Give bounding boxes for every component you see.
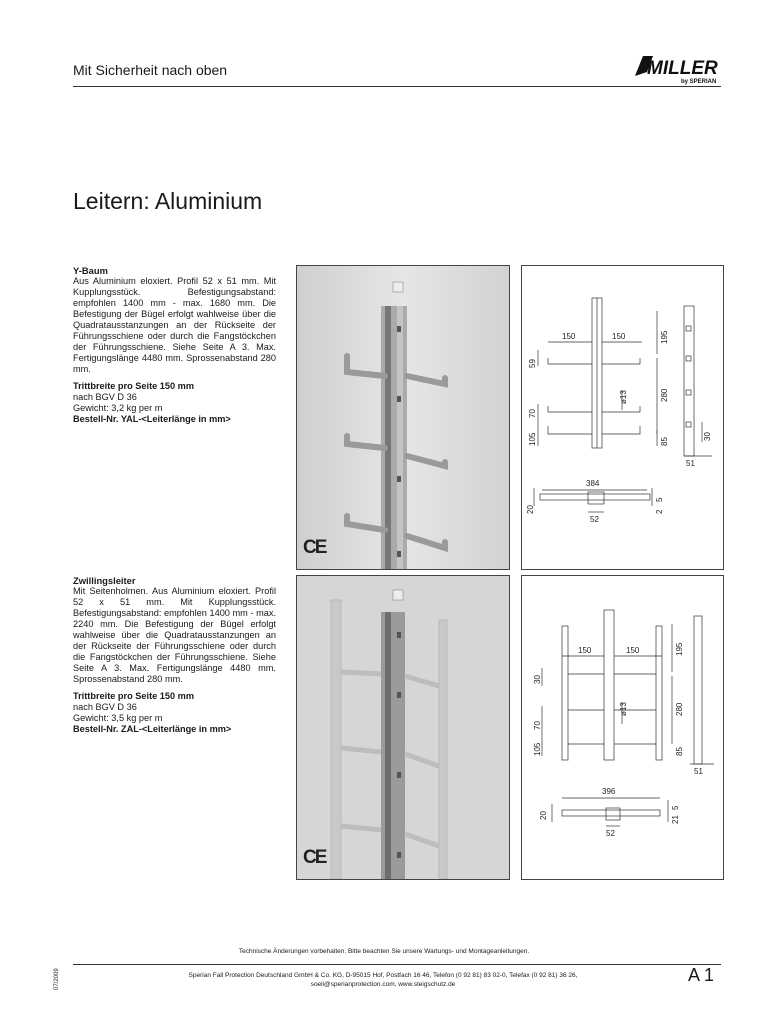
header-title: Mit Sicherheit nach oben (73, 62, 228, 78)
header-divider (73, 86, 721, 87)
dim-51: 51 (694, 767, 703, 776)
page-title: Leitern: Aluminium (73, 188, 263, 214)
dim-5: 5 (671, 805, 680, 810)
footer-note: Technische Änderungen vorbehalten. Bitte… (238, 948, 530, 955)
dim-w2: 150 (612, 332, 626, 341)
footer-divider (73, 964, 721, 965)
footer-company-address: Sperian Fall Protection Deutschland GmbH… (188, 972, 578, 979)
miller-logo: MILLER by SPERIAN (633, 50, 728, 90)
dim-d13: ø13 (619, 390, 628, 404)
product-description: Aus Aluminium eloxiert. Profil 52 x 51 m… (73, 276, 276, 374)
dim-h-mid: 280 (660, 388, 669, 402)
dim-d13: ø13 (619, 702, 628, 716)
ce-mark: CE (303, 537, 327, 558)
product-name: Zwillingsleiter (73, 575, 136, 586)
dim-5: 5 (655, 497, 664, 502)
dim-70: 70 (528, 409, 537, 418)
product-order-number: Bestell-Nr. ZAL-<Leiterlänge in mm> (73, 724, 232, 734)
technical-drawing-y-baum: 150 150 195 59 ø13 280 70 105 85 30 51 3… (521, 265, 724, 570)
dim-w2: 150 (626, 646, 640, 655)
dim-30: 30 (703, 432, 712, 441)
dim-52: 52 (590, 515, 599, 524)
dim-21: 21 (671, 815, 680, 824)
product-order-number: Bestell-Nr. YAL-<Leiterlänge in mm> (73, 414, 231, 424)
dim-w1: 150 (562, 332, 576, 341)
dim-51: 51 (686, 459, 695, 468)
dim-105: 105 (528, 432, 537, 446)
dim-20: 20 (539, 811, 548, 820)
dim-105: 105 (533, 742, 542, 756)
dim-52: 52 (606, 829, 615, 838)
product-description: Mit Seitenholmen. Aus Aluminium eloxiert… (73, 586, 276, 684)
product-trittbreite: Trittbreite pro Seite 150 mm (73, 691, 195, 701)
technical-drawing-zwillingsleiter: 150 150 195 30 ø13 280 70 105 85 51 396 … (521, 575, 724, 880)
footer-company: Sperian Fall Protection Deutschland GmbH… (73, 971, 693, 989)
product-name: Y-Baum (73, 265, 108, 276)
ce-mark: CE (303, 847, 327, 868)
dim-20: 20 (526, 505, 535, 514)
product-weight: Gewicht: 3,2 kg per m (73, 403, 163, 413)
dim-85: 85 (675, 747, 684, 756)
logo-text: MILLER (647, 58, 718, 79)
dim-h-top: 195 (675, 642, 684, 656)
product-photo-y-baum: CE (296, 265, 510, 570)
product-zwillingsleiter: Zwillingsleiter Mit Seitenholmen. Aus Al… (73, 575, 276, 735)
product-photo-zwillingsleiter: CE (296, 575, 510, 880)
dim-width: 384 (586, 479, 600, 488)
dim-w1: 150 (578, 646, 592, 655)
date-code: 07/2009 (54, 968, 60, 990)
page-number: A 1 (688, 965, 715, 985)
dim-h-mid: 280 (675, 702, 684, 716)
product-y-baum: Y-Baum Aus Aluminium eloxiert. Profil 52… (73, 265, 276, 425)
footer-contact: soeli@sperianprotection.com, www.steigsc… (310, 981, 456, 988)
dim-59: 59 (528, 359, 537, 368)
dim-70: 70 (533, 721, 542, 730)
dim-h-top: 195 (660, 330, 669, 344)
product-weight: Gewicht: 3,5 kg per m (73, 713, 163, 723)
dim-30: 30 (533, 675, 542, 684)
dim-85: 85 (660, 437, 669, 446)
product-norm: nach BGV D 36 (73, 702, 137, 712)
dim-width: 396 (602, 787, 616, 796)
product-norm: nach BGV D 36 (73, 392, 137, 402)
logo-subtext: by SPERIAN (681, 79, 716, 85)
dim-2: 2 (655, 509, 664, 514)
product-trittbreite: Trittbreite pro Seite 150 mm (73, 381, 195, 391)
